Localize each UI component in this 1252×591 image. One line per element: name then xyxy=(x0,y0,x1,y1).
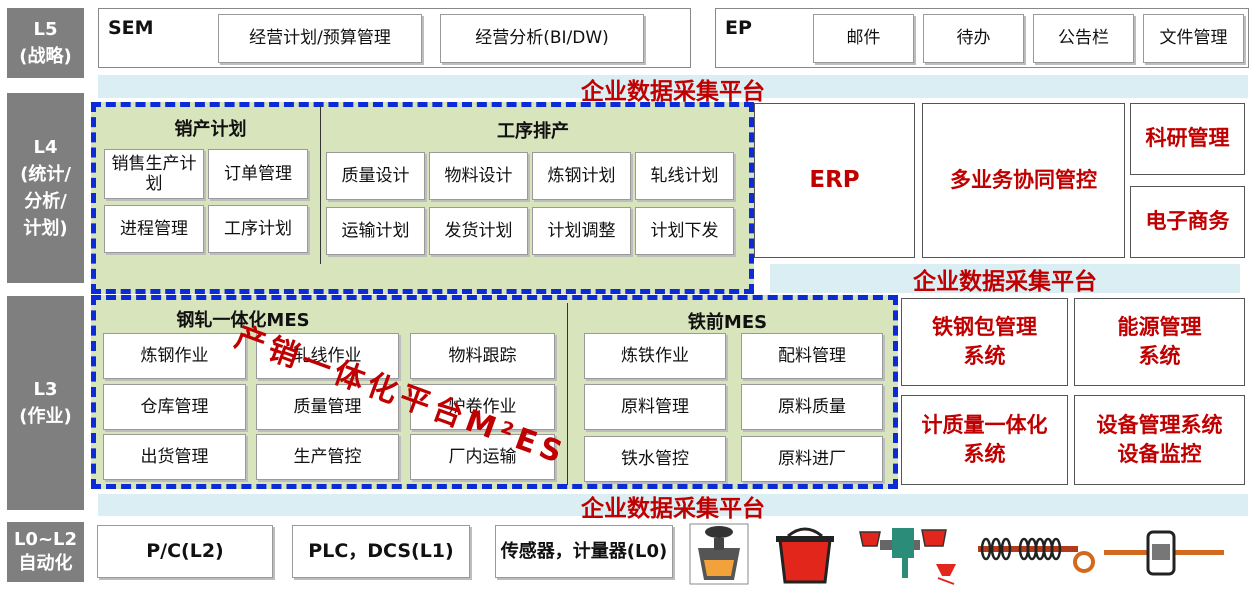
ladle-system-box[interactable]: 铁钢包管理系统 xyxy=(901,298,1068,386)
automation-item[interactable]: PLC，DCS(L1) xyxy=(292,525,470,578)
caster-icon xyxy=(859,528,956,585)
level-l4: L4 (统计/ 分析/ 计划) xyxy=(7,93,84,283)
steel-mes-title: 钢轧一体化MES xyxy=(176,310,310,331)
coiler-icon xyxy=(1104,530,1224,576)
ep-item[interactable]: 文件管理 xyxy=(1143,14,1244,63)
ladle-system-line: 系统 xyxy=(963,344,1006,368)
equipment-illustrations xyxy=(689,523,1224,585)
level-l3-line: L3 xyxy=(33,379,58,400)
process-schedule-item[interactable]: 运输计划 xyxy=(326,207,425,255)
ep-item[interactable]: 公告栏 xyxy=(1033,14,1134,63)
process-schedule-item[interactable]: 炼钢计划 xyxy=(532,152,631,200)
sales-plan-item[interactable]: 工序计划 xyxy=(208,205,308,253)
level-l0-line: L0~L2 xyxy=(13,528,78,550)
level-l5-line: L5 xyxy=(33,19,58,40)
energy-system-box[interactable]: 能源管理系统 xyxy=(1074,298,1245,386)
steel-mes-item[interactable]: 生产管控 xyxy=(256,434,399,480)
equipment-system-line: 设备监控 xyxy=(1117,442,1202,466)
planning-divider xyxy=(320,106,321,264)
sem-label: SEM xyxy=(108,17,154,39)
process-schedule-item[interactable]: 质量设计 xyxy=(326,152,425,200)
ladle-icon xyxy=(776,527,834,584)
process-schedule-item[interactable]: 计划下发 xyxy=(635,207,734,255)
automation-item[interactable]: 传感器，计量器(L0) xyxy=(495,525,673,578)
ep-item[interactable]: 待办 xyxy=(923,14,1024,63)
ecommerce-label: 电子商务 xyxy=(1145,209,1230,234)
ladle-system-line: 铁钢包管理 xyxy=(932,314,1037,339)
data-platform-band-top xyxy=(98,75,1248,98)
process-schedule-item[interactable]: 计划调整 xyxy=(532,207,631,255)
iron-mes-item[interactable]: 原料进厂 xyxy=(741,436,883,482)
iron-mes-item[interactable]: 铁水管控 xyxy=(584,436,726,482)
furnace-icon xyxy=(689,523,749,585)
steel-mes-item[interactable]: 炉卷作业 xyxy=(410,384,555,430)
level-l4-line: (统计/ xyxy=(20,164,71,185)
sales-plan-item[interactable]: 订单管理 xyxy=(208,149,308,199)
process-schedule-item[interactable]: 发货计划 xyxy=(429,207,528,255)
process-schedule-item[interactable]: 物料设计 xyxy=(429,152,528,200)
level-l4-line: L4 xyxy=(33,137,58,158)
metering-system-line: 系统 xyxy=(963,442,1006,466)
energy-system-line: 系统 xyxy=(1138,344,1181,368)
steel-mes-item[interactable]: 物料跟踪 xyxy=(410,333,555,379)
level-l3: L3 (作业) xyxy=(7,296,84,510)
process-schedule-item[interactable]: 轧线计划 xyxy=(635,152,734,200)
level-l4-line: 计划) xyxy=(23,218,68,239)
sales-plan-item[interactable]: 销售生产计划 xyxy=(104,149,204,199)
iron-mes-title: 铁前MES xyxy=(687,312,768,333)
rd-box[interactable]: 科研管理 xyxy=(1130,103,1245,175)
level-l5: L5 (战略) xyxy=(7,8,84,78)
sales-plan-item[interactable]: 进程管理 xyxy=(104,205,204,253)
metering-system-line: 计质量一体化 xyxy=(921,412,1048,437)
energy-system-line: 能源管理 xyxy=(1117,314,1202,339)
steel-mes-item[interactable]: 出货管理 xyxy=(103,434,246,480)
level-l3-line: (作业) xyxy=(19,406,72,427)
sem-item[interactable]: 经营分析(BI/DW) xyxy=(440,14,644,63)
collab-box[interactable]: 多业务协同管控 xyxy=(922,103,1125,258)
steel-mes-item[interactable]: 质量管理 xyxy=(256,384,399,430)
iron-mes-item[interactable]: 原料质量 xyxy=(741,384,883,430)
steel-mes-item[interactable]: 轧线作业 xyxy=(256,333,399,379)
erp-label: ERP xyxy=(809,167,860,194)
data-platform-label-bottom: 企业数据采集平台 xyxy=(581,496,765,522)
equipment-system-box[interactable]: 设备管理系统设备监控 xyxy=(1074,395,1245,485)
data-platform-band-bottom xyxy=(98,494,1248,516)
sem-panel: SEM 经营计划/预算管理 经营分析(BI/DW) xyxy=(98,8,691,68)
process-schedule-title: 工序排产 xyxy=(497,121,569,142)
ep-item[interactable]: 邮件 xyxy=(813,14,914,63)
data-platform-band-mid xyxy=(770,264,1240,293)
mes-divider xyxy=(567,303,568,485)
data-platform-label-mid: 企业数据采集平台 xyxy=(913,269,1097,295)
ecommerce-box[interactable]: 电子商务 xyxy=(1130,186,1245,258)
iron-mes-item[interactable]: 原料管理 xyxy=(584,384,726,430)
ep-label: EP xyxy=(725,17,752,39)
level-l4-line: 分析/ xyxy=(24,191,67,212)
level-l0-l2: L0~L2 自动化 xyxy=(7,522,84,582)
equipment-system-line: 设备管理系统 xyxy=(1096,412,1223,437)
erp-box[interactable]: ERP xyxy=(754,103,915,258)
level-l0-line: 自动化 xyxy=(18,553,73,574)
steel-mes-item[interactable]: 炼钢作业 xyxy=(103,333,246,379)
sem-item[interactable]: 经营计划/预算管理 xyxy=(218,14,422,63)
iron-mes-item[interactable]: 配料管理 xyxy=(741,333,883,379)
data-platform-label-top: 企业数据采集平台 xyxy=(581,79,765,105)
iron-mes-item[interactable]: 炼铁作业 xyxy=(584,333,726,379)
sales-plan-title: 销产计划 xyxy=(174,119,247,140)
automation-item[interactable]: P/C(L2) xyxy=(97,525,273,578)
ep-panel: EP 邮件 待办 公告栏 文件管理 xyxy=(715,8,1249,68)
collab-label: 多业务协同管控 xyxy=(950,167,1097,192)
steel-mes-item[interactable]: 仓库管理 xyxy=(103,384,246,430)
metering-system-box[interactable]: 计质量一体化系统 xyxy=(901,395,1068,485)
level-l5-line: (战略) xyxy=(19,46,72,67)
rd-label: 科研管理 xyxy=(1145,126,1230,151)
rolling-mill-icon xyxy=(978,537,1095,573)
steel-mes-item[interactable]: 厂内运输 xyxy=(410,434,555,480)
